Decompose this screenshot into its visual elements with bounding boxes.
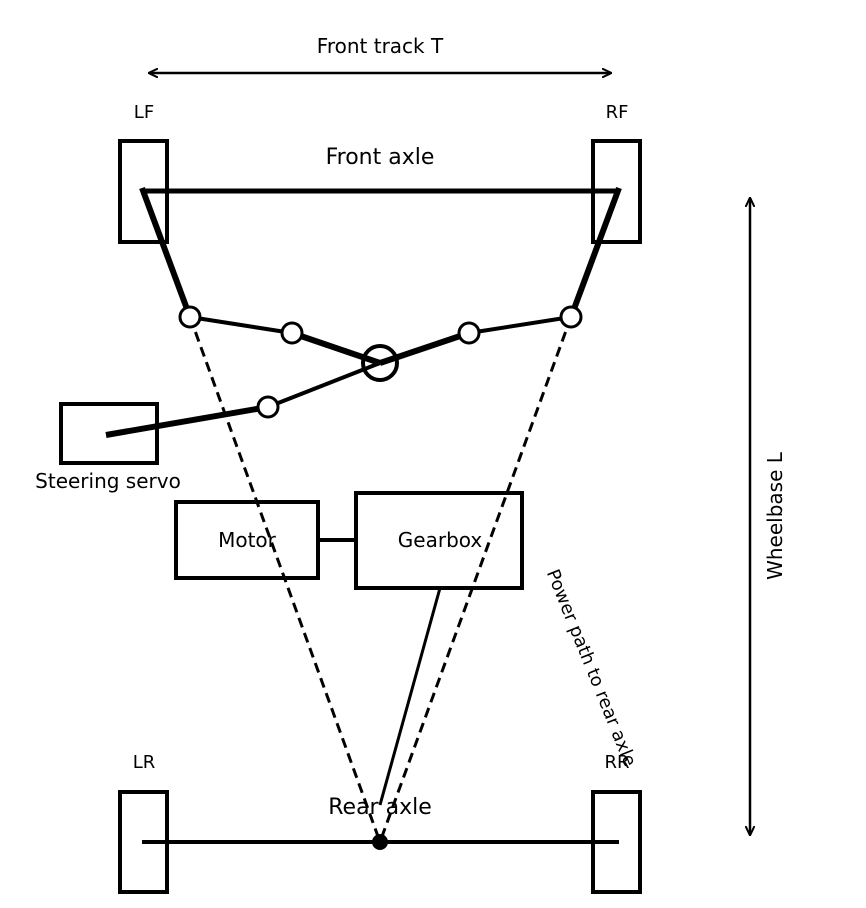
tie-rod-right-inner [379,330,470,366]
rear-axle-label: Rear axle [328,795,432,820]
power-path-label: Power path to rear axle [542,566,640,769]
joint-servo-link [256,395,280,419]
joint-center-pivot [361,344,399,382]
motor-label: Motor [218,528,277,552]
steering-arm-right [568,186,622,319]
power-path-shaft [378,587,442,806]
front-axle-label: Front axle [326,145,435,170]
servo-horn [105,404,269,438]
wheel-label-lf: LF [134,102,154,123]
wheel-label-lr: LR [133,752,156,773]
joint-right-kingpin [559,305,583,329]
tie-rod-right-outer [468,315,572,335]
tie-rod-left-inner [291,330,381,366]
joint-left-kingpin [178,305,202,329]
gearbox-label: Gearbox [398,528,483,552]
wheel-label-rf: RF [606,102,629,123]
steering-arm-left [139,186,193,319]
joint-left-tie-rod [280,321,304,345]
ackermann-line-right [378,316,573,843]
rear-axle-center-point [372,834,388,850]
steering-servo-box [59,402,159,465]
joint-right-tie-rod [457,321,481,345]
wheel-label-rr: RR [604,752,629,773]
tie-rod-left-outer [189,315,293,335]
wheelbase-label: Wheelbase L [763,451,787,580]
front-track-label: Front track T [317,34,444,58]
steering-servo-label: Steering servo [35,469,181,493]
servo-link-upper [267,361,381,409]
